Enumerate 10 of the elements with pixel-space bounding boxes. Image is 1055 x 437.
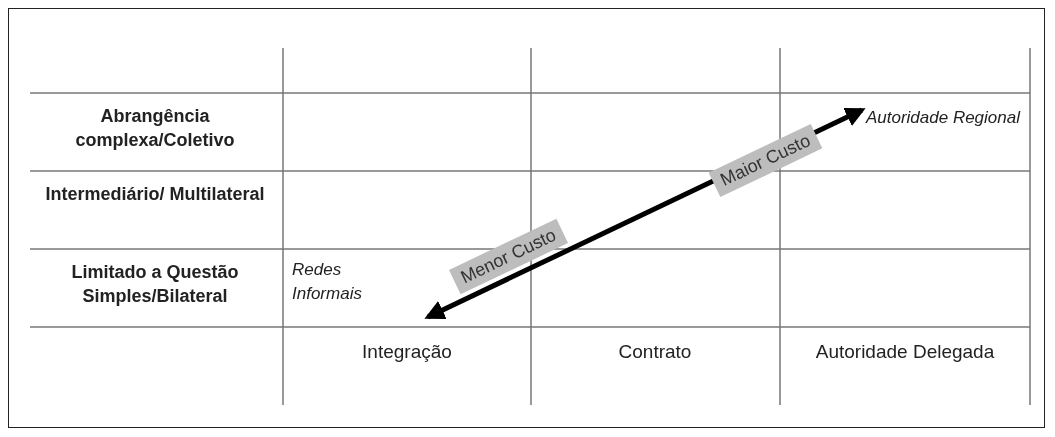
column-header: Autoridade Delegada (814, 340, 996, 364)
cost-label: Menor Custo (448, 218, 568, 294)
row-header: Limitado a Questão Simples/Bilateral (70, 261, 240, 308)
column-header: Integração (361, 340, 453, 364)
cell-text: Redes Informais (292, 259, 363, 305)
row-header: Intermediário/ Multilateral (44, 183, 266, 206)
cost-label: Maior Custo (708, 123, 822, 197)
cell-text: Autoridade Regional (864, 107, 1020, 129)
row-header: Abrangência complexa/Coletivo (74, 105, 236, 152)
column-header: Contrato (617, 340, 693, 364)
